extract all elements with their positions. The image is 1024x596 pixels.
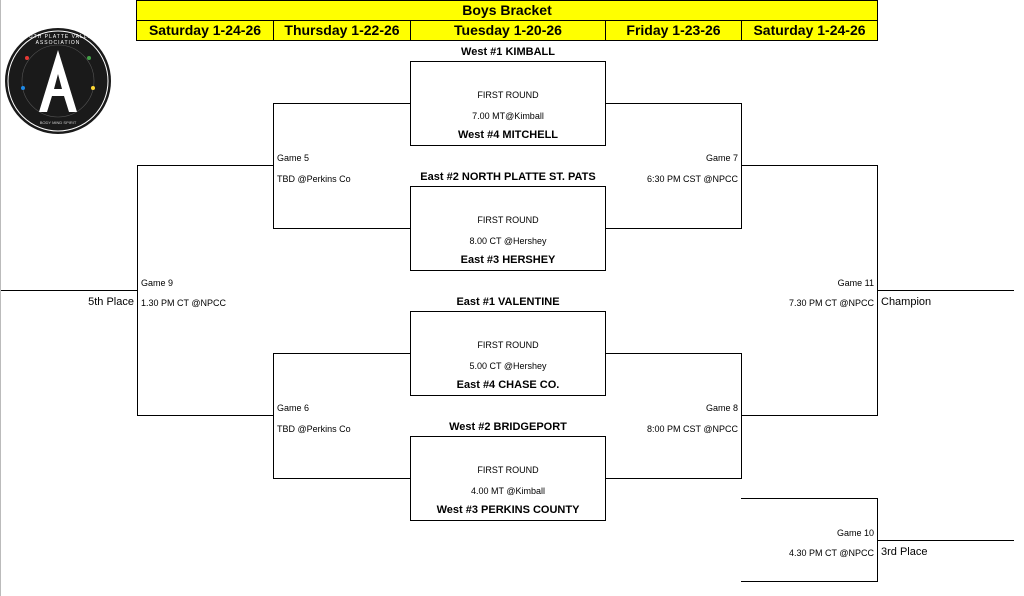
game-8-time: 8:00 PM CST @NPCC <box>647 424 738 434</box>
game-time-3: 5.00 CT @Hershey <box>469 361 547 371</box>
game-11-label: Game 11 <box>837 278 874 288</box>
game-time-4: 4.00 MT @Kimball <box>471 486 545 496</box>
bracket-line <box>605 228 742 229</box>
bracket-line <box>273 353 274 479</box>
bracket-line <box>273 478 411 479</box>
third-place-line <box>877 540 1014 541</box>
bracket-line <box>273 228 411 229</box>
team-east-4: East #4 CHASE CO. <box>456 379 560 391</box>
bracket-title: Boys Bracket <box>136 0 878 21</box>
day-header-3: Tuesday 1-20-26 <box>410 20 606 41</box>
team-east-3: East #3 HERSHEY <box>460 254 556 266</box>
day-header-1: Saturday 1-24-26 <box>136 20 274 41</box>
bracket-line <box>273 103 411 104</box>
page-left-border <box>0 0 1 596</box>
logo-ring-text: SOUTH PLATTE VALLEY ASSOCIATION <box>19 34 97 46</box>
bracket-line <box>605 478 742 479</box>
team-east-1: East #1 VALENTINE <box>456 296 560 308</box>
game-11-time: 7.30 PM CT @NPCC <box>789 298 874 308</box>
game-9-label: Game 9 <box>141 278 174 288</box>
team-west-1: West #1 KIMBALL <box>461 46 555 58</box>
day-header-2: Thursday 1-22-26 <box>273 20 411 41</box>
game-6-label: Game 6 <box>277 403 310 413</box>
logo-side-text: BODY MIND SPIRIT <box>39 120 77 125</box>
game-9-time: 1.30 PM CT @NPCC <box>141 298 226 308</box>
round-label-1: FIRST ROUND <box>477 90 539 100</box>
game-7-label: Game 7 <box>705 153 738 163</box>
bracket-line <box>741 103 742 229</box>
fifth-place-line <box>0 290 138 291</box>
round-label-4: FIRST ROUND <box>477 465 539 475</box>
team-east-2: East #2 NORTH PLATTE ST. PATS <box>420 171 596 183</box>
association-logo: SOUTH PLATTE VALLEY ASSOCIATION A BODY M… <box>5 28 111 134</box>
bracket-line <box>605 103 742 104</box>
bracket-line <box>605 353 742 354</box>
day-header-4: Friday 1-23-26 <box>605 20 742 41</box>
game-time-1: 7.00 MT@Kimball <box>472 111 544 121</box>
bracket-line <box>741 415 878 416</box>
team-west-4: West #4 MITCHELL <box>457 129 559 141</box>
game-10-label: Game 10 <box>836 528 874 538</box>
game-8-label: Game 8 <box>705 403 738 413</box>
game-7-time: 6:30 PM CST @NPCC <box>647 174 738 184</box>
bracket-line <box>741 581 878 582</box>
game-time-2: 8.00 CT @Hershey <box>469 236 547 246</box>
round-label-3: FIRST ROUND <box>477 340 539 350</box>
game-10-time: 4.30 PM CT @NPCC <box>789 548 874 558</box>
bracket-line <box>741 353 742 479</box>
round-label-2: FIRST ROUND <box>477 215 539 225</box>
game-5-label: Game 5 <box>277 153 310 163</box>
bracket-line <box>137 415 274 416</box>
bracket-line <box>741 165 878 166</box>
day-header-5: Saturday 1-24-26 <box>741 20 878 41</box>
champion-line <box>877 290 1014 291</box>
team-west-3: West #3 PERKINS COUNTY <box>436 504 580 516</box>
fifth-place-label: 5th Place <box>88 296 134 308</box>
bracket-line <box>741 498 878 499</box>
logo-graphic <box>7 30 109 132</box>
game-5-time: TBD @Perkins Co <box>277 174 351 184</box>
bracket-line <box>273 353 411 354</box>
champion-label: Champion <box>881 296 932 308</box>
third-place-label: 3rd Place <box>881 546 928 558</box>
bracket-line <box>273 103 274 229</box>
team-west-2: West #2 BRIDGEPORT <box>449 421 567 433</box>
game-6-time: TBD @Perkins Co <box>277 424 351 434</box>
bracket-line <box>137 165 274 166</box>
